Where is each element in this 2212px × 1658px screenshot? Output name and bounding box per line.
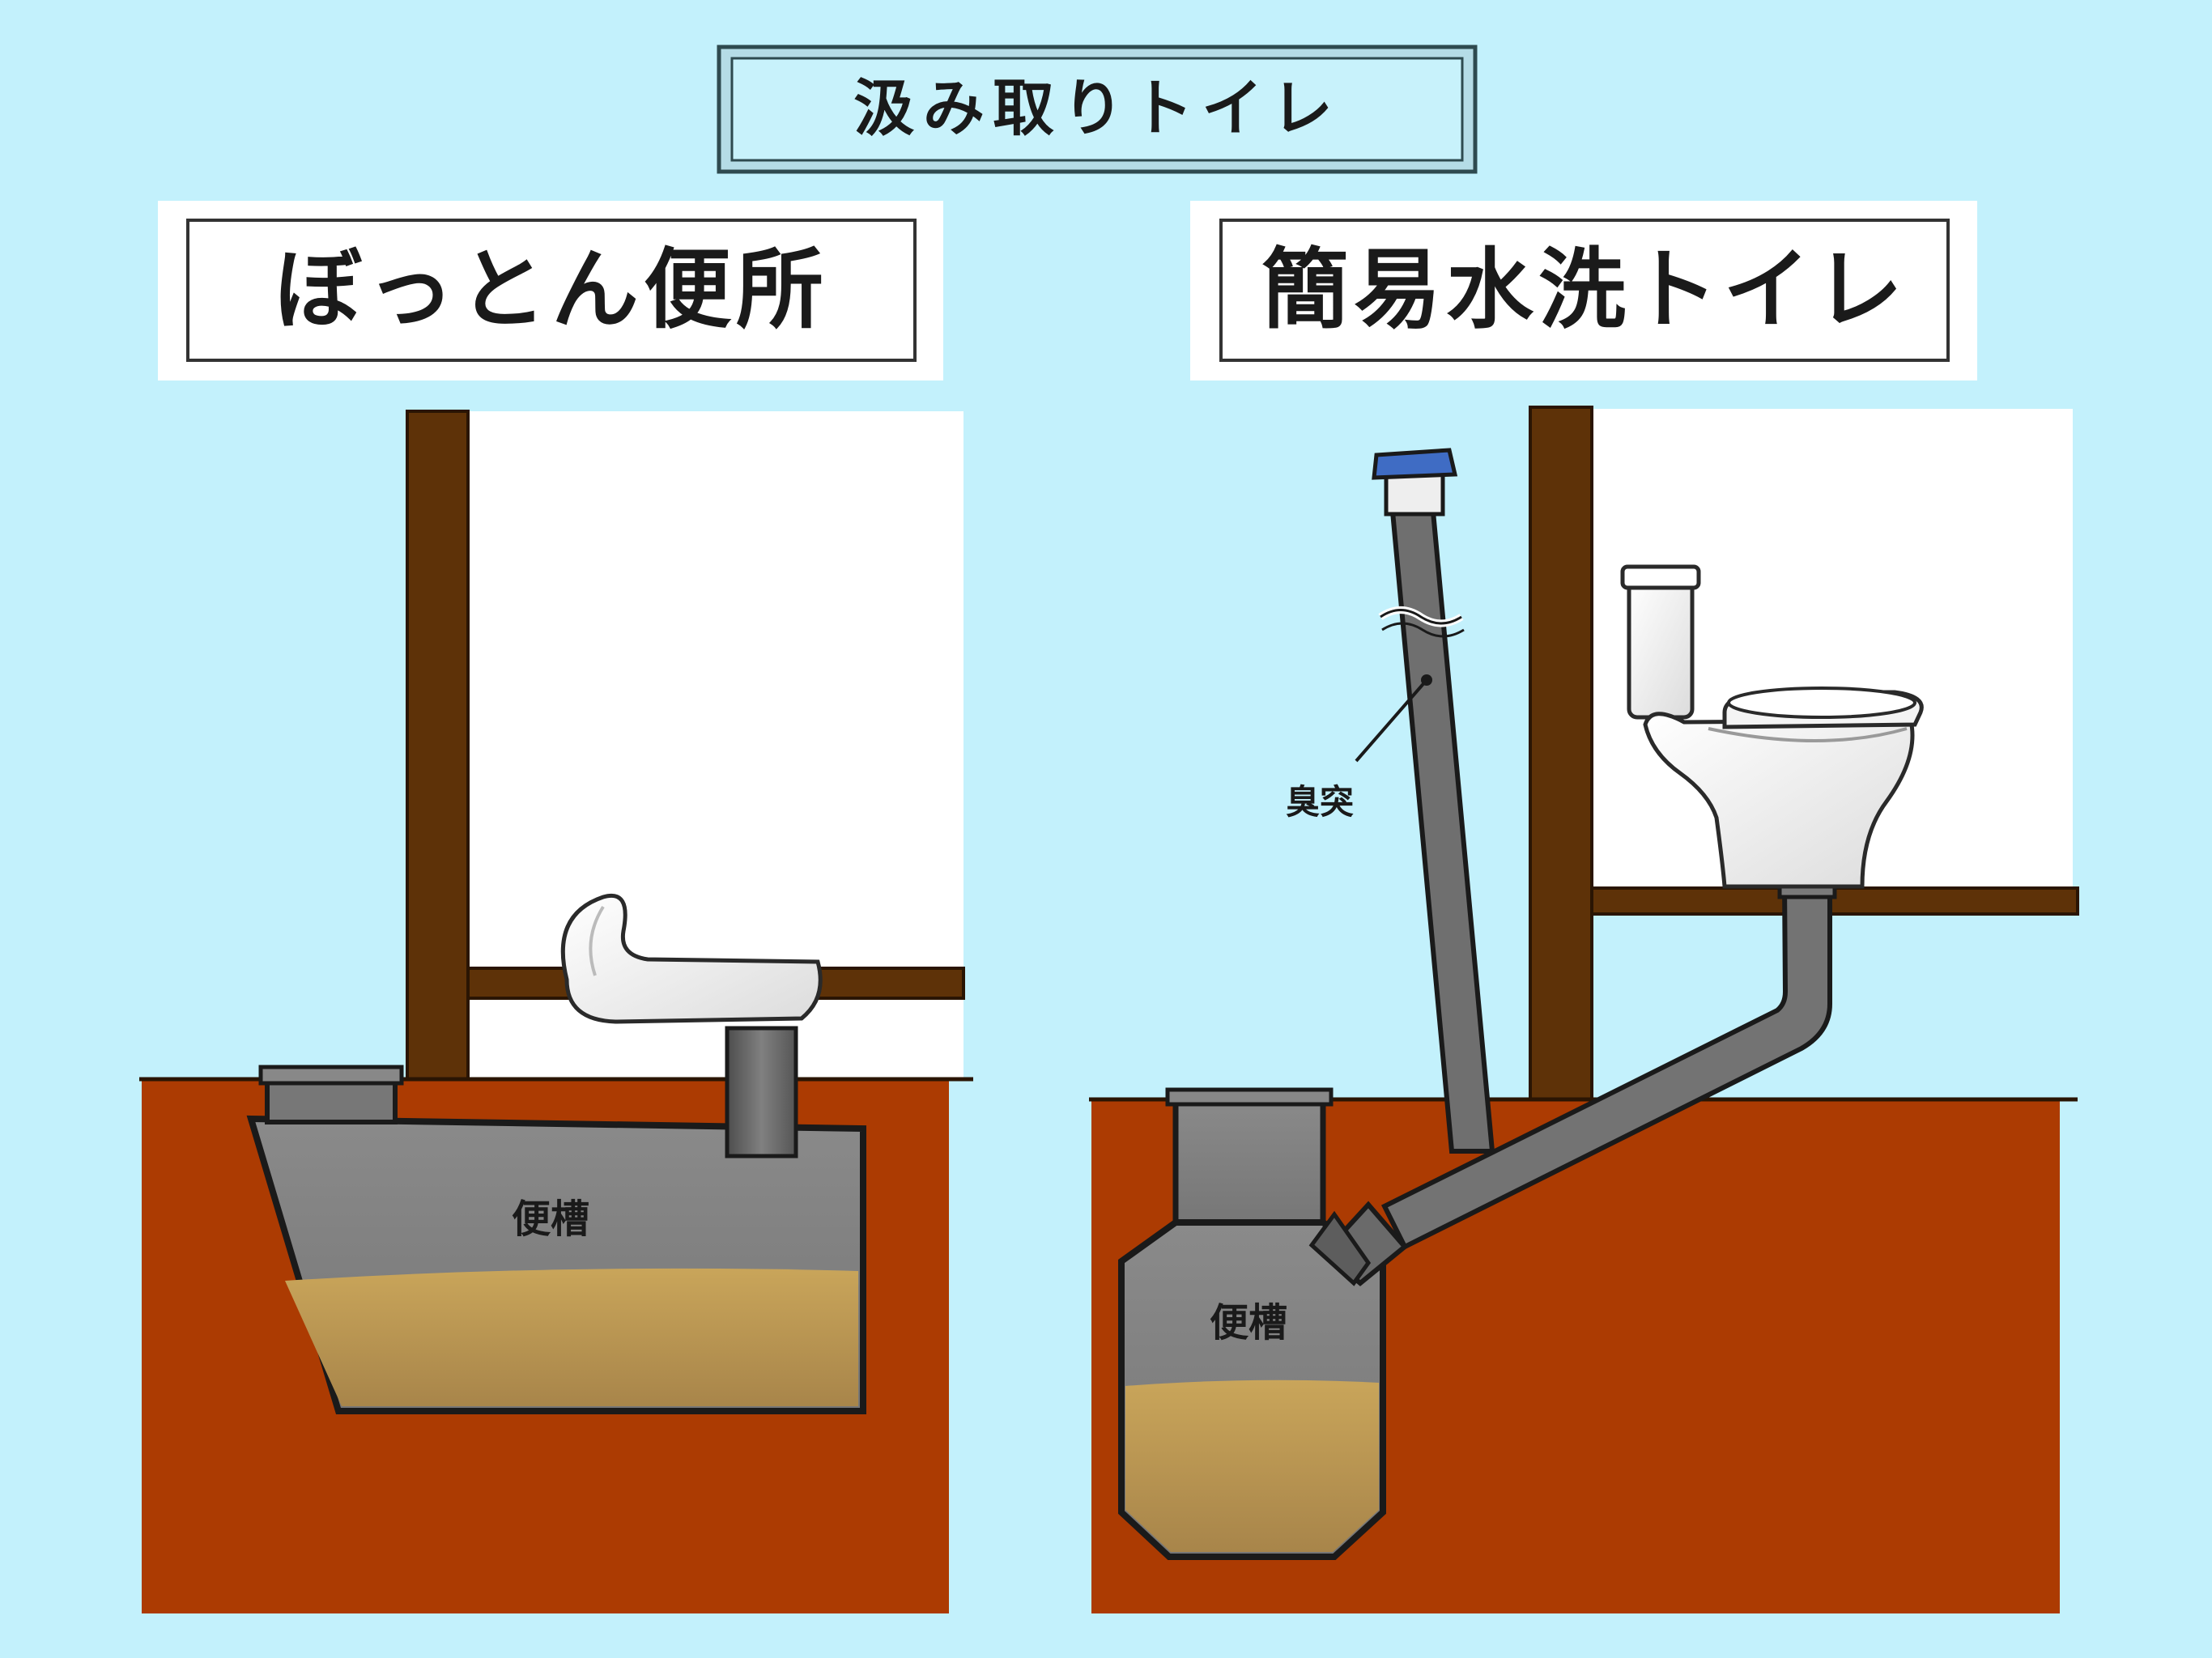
- right-toilet-scene: 便槽 臭突: [1089, 406, 2079, 1613]
- vent-pipe-label: 臭突: [1286, 782, 1354, 822]
- western-toilet: [1620, 564, 1924, 889]
- vent-pipe: [1372, 448, 1495, 1154]
- main-title: 汲み取りトイレ: [853, 72, 1341, 144]
- right-drain-pipe: [1308, 874, 1837, 1286]
- right-tank-label: 便槽: [1210, 1300, 1287, 1346]
- left-wood-post: [406, 410, 470, 1081]
- title-box: 汲み取りトイレ: [717, 45, 1478, 174]
- left-tank: [246, 1065, 866, 1414]
- right-wood-post: [1529, 406, 1593, 1101]
- left-heading: ぼっとん便所: [274, 240, 828, 341]
- vent-cap-collar: [1384, 471, 1445, 517]
- vent-cap: [1372, 448, 1458, 480]
- left-tank-label: 便槽: [512, 1197, 589, 1242]
- right-heading: 簡易水洗トイレ: [1261, 240, 1908, 341]
- right-tank: [1118, 1087, 1386, 1560]
- vent-callout-line: [1355, 678, 1428, 763]
- right-heading-box: 簡易水洗トイレ: [1190, 201, 1977, 380]
- left-drop-pipe: [725, 1026, 798, 1158]
- left-heading-box: ぼっとん便所: [158, 201, 943, 380]
- left-toilet-scene: 便槽: [139, 410, 973, 1613]
- left-squat-toilet: [560, 894, 823, 1024]
